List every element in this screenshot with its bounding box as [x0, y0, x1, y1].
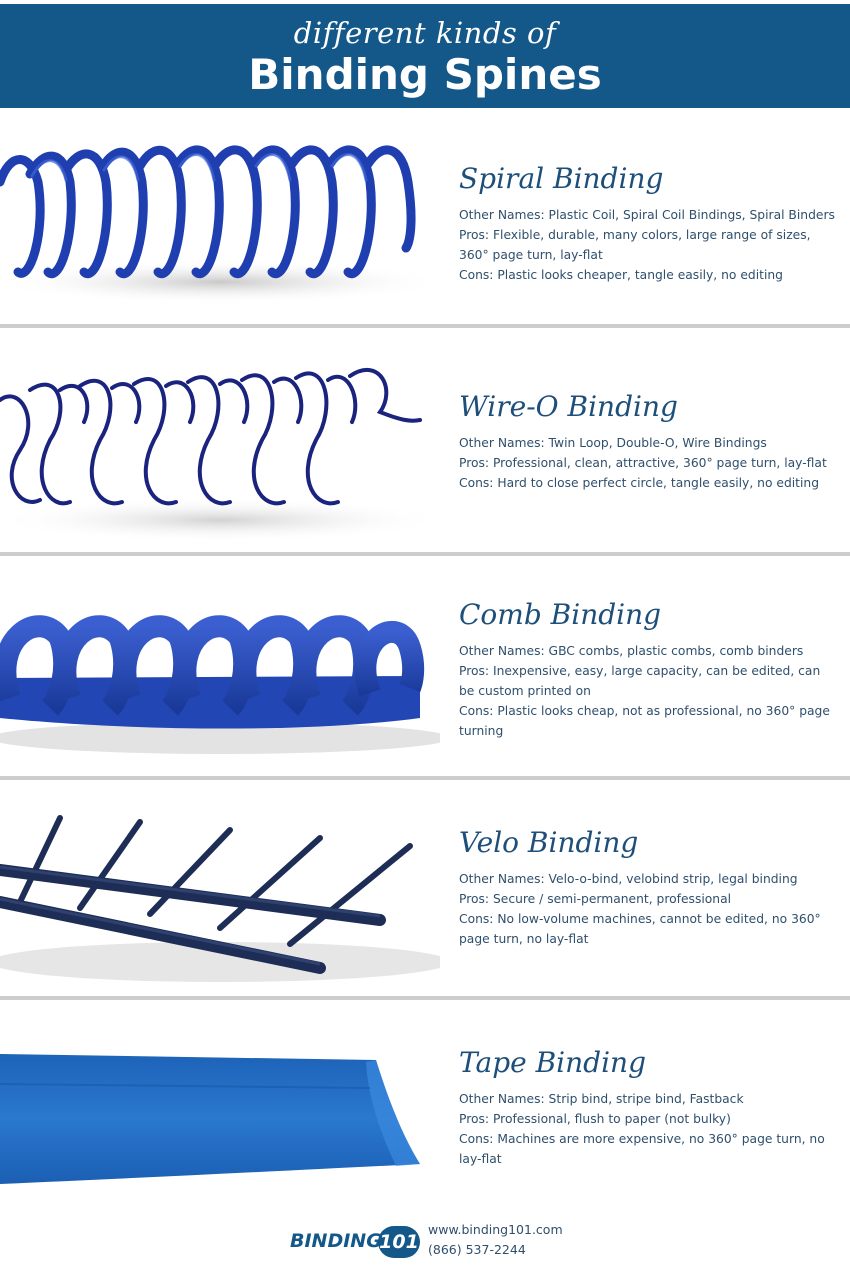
comb-text: Comb Binding Other Names: GBC combs, pla… — [459, 598, 839, 741]
tape-text: Tape Binding Other Names: Strip bind, st… — [459, 1046, 839, 1169]
pros: Pros: Inexpensive, easy, large capacity,… — [459, 664, 821, 698]
section-title: Tape Binding — [459, 1046, 646, 1079]
comb-image — [0, 615, 440, 754]
page-title: Binding Spines — [248, 50, 602, 99]
section-divider — [0, 776, 850, 780]
pros: Pros: Flexible, durable, many colors, la… — [459, 228, 811, 262]
section-divider — [0, 552, 850, 556]
other-names: Other Names: Strip bind, stripe bind, Fa… — [459, 1092, 744, 1106]
cons: Cons: Hard to close perfect circle, tang… — [459, 476, 820, 490]
section-divider — [0, 324, 850, 328]
pros: Pros: Secure / semi-permanent, professio… — [459, 892, 732, 906]
section-title: Wire-O Binding — [459, 390, 678, 423]
section-spiral: Spiral Binding Other Names: Plastic Coil… — [0, 112, 850, 324]
section-title: Spiral Binding — [459, 162, 664, 195]
section-wire-o: Wire-O Binding Other Names: Twin Loop, D… — [0, 330, 850, 552]
wire-o-image — [0, 368, 440, 542]
section-title: Comb Binding — [459, 598, 662, 631]
contact-info: www.binding101.com (866) 537-2244 — [428, 1220, 563, 1260]
velo-text: Velo Binding Other Names: Velo-o-bind, v… — [459, 826, 839, 949]
spiral-coil-image — [0, 145, 440, 304]
wire-o-text: Wire-O Binding Other Names: Twin Loop, D… — [459, 390, 839, 493]
tape-strip-image — [0, 1054, 420, 1184]
section-divider — [0, 996, 850, 1000]
page-header: different kinds of Binding Spines — [0, 4, 850, 108]
cons: Cons: Machines are more expensive, no 36… — [459, 1132, 825, 1166]
velo-strip-image — [0, 815, 440, 982]
page-footer: BINDING 101 www.binding101.com (866) 537… — [0, 1210, 850, 1270]
section-tape: Tape Binding Other Names: Strip bind, st… — [0, 1002, 850, 1202]
cons: Cons: Plastic looks cheaper, tangle easi… — [459, 268, 783, 282]
pros: Pros: Professional, flush to paper (not … — [459, 1112, 731, 1126]
website-link[interactable]: www.binding101.com — [428, 1222, 563, 1237]
logo-word: BINDING — [290, 1230, 382, 1252]
pros: Pros: Professional, clean, attractive, 3… — [459, 456, 827, 470]
header-kicker: different kinds of — [293, 16, 557, 50]
other-names: Other Names: Plastic Coil, Spiral Coil B… — [459, 208, 835, 222]
logo-number: 101 — [378, 1226, 420, 1258]
cons: Cons: Plastic looks cheap, not as profes… — [459, 704, 830, 738]
phone-number: (866) 537-2244 — [428, 1242, 526, 1257]
other-names: Other Names: GBC combs, plastic combs, c… — [459, 644, 804, 658]
other-names: Other Names: Twin Loop, Double-O, Wire B… — [459, 436, 767, 450]
section-comb: Comb Binding Other Names: GBC combs, pla… — [0, 558, 850, 776]
spiral-text: Spiral Binding Other Names: Plastic Coil… — [459, 162, 839, 285]
section-title: Velo Binding — [459, 826, 639, 859]
other-names: Other Names: Velo-o-bind, velobind strip… — [459, 872, 798, 886]
section-velo: Velo Binding Other Names: Velo-o-bind, v… — [0, 782, 850, 996]
cons: Cons: No low-volume machines, cannot be … — [459, 912, 821, 946]
